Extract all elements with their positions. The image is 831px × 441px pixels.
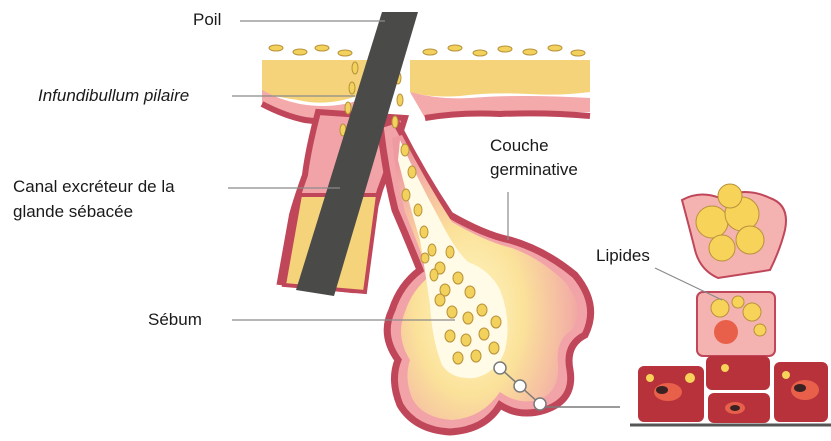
lipid-cell-icon	[630, 184, 831, 425]
label-couche-line2: germinative	[490, 160, 578, 180]
label-poil: Poil	[193, 10, 221, 30]
label-canal-line1: Canal excréteur de la	[13, 177, 175, 197]
label-sebum: Sébum	[148, 310, 202, 330]
label-couche-line1: Couche	[490, 136, 549, 156]
label-infundibulum: Infundibullum pilaire	[38, 86, 189, 106]
epidermis	[262, 60, 590, 122]
label-canal-line2: glande sébacée	[13, 202, 133, 222]
label-lipides: Lipides	[596, 246, 650, 266]
